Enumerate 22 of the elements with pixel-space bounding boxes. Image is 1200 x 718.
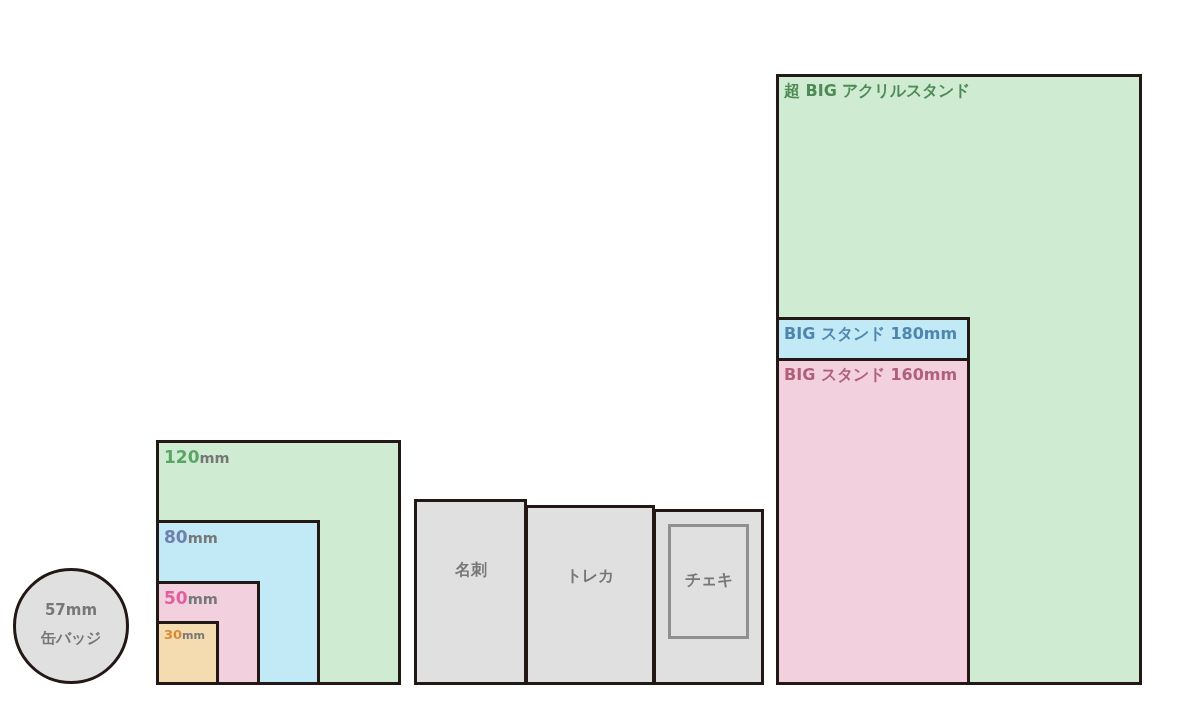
card-box [525, 505, 655, 685]
stand-box [776, 358, 970, 685]
size-label: BIG スタンド 180mm [784, 326, 958, 342]
size-label: 缶バッジ [40, 631, 102, 646]
size-label: 80mm [164, 529, 218, 546]
size-label: 57mm [43, 603, 99, 618]
size-square [156, 440, 401, 685]
size-label: チェキ [683, 572, 734, 588]
size-label: 30mm [164, 628, 206, 642]
size-label: BIG スタンド 160mm [784, 367, 958, 383]
photo-card-box [653, 509, 764, 685]
stand-box [776, 317, 970, 361]
stand-box [776, 74, 1142, 685]
size-label: トレカ [565, 568, 615, 584]
size-label: 50mm [164, 590, 218, 607]
size-square [156, 621, 219, 685]
size-label: 120mm [164, 449, 230, 466]
size-label: 超 BIG アクリルスタンド [784, 83, 971, 99]
card-box [414, 499, 527, 685]
size-square [156, 581, 260, 685]
size-label: 名刺 [453, 562, 488, 578]
size-square [156, 520, 320, 685]
